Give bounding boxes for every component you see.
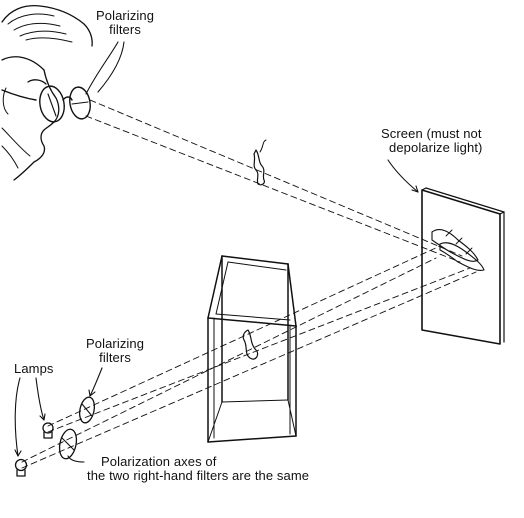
screen-edge-thickness-3 <box>499 211 505 215</box>
top-filters-label-line1: Polarizing <box>96 8 155 23</box>
viewer-profile <box>13 69 60 181</box>
lamps-leader-lower <box>14 377 21 457</box>
lamp-filter-upper-axis <box>81 403 93 417</box>
tank-inner-top-a <box>227 261 287 271</box>
lamp-lower-bulb <box>14 458 28 472</box>
sight-line-lower <box>85 115 461 263</box>
tank-bottom-left <box>207 401 223 443</box>
screen-leader <box>387 159 419 193</box>
tank-bottom-back <box>221 399 289 403</box>
lamp-lower-base <box>16 469 26 477</box>
lamp-filters-leader-arrow <box>88 389 96 397</box>
lamp-filter-lower-axis <box>61 437 75 451</box>
viewer-eyebrow <box>27 79 47 85</box>
screen-edge-thickness-2 <box>425 187 505 213</box>
lamp-upper-bulb <box>42 422 54 434</box>
tank-inner-top-b <box>215 313 291 321</box>
glasses-left-lens-axis <box>47 93 57 117</box>
glasses-bridge <box>62 96 73 101</box>
lamps-leader-upper <box>35 377 45 421</box>
viewer-ear <box>2 87 9 115</box>
glasses-right-lens-axis <box>71 101 89 105</box>
viewer-hair-strands <box>7 13 73 43</box>
polarization-axes-label: Polarization axes of the two right-hand … <box>87 455 309 483</box>
floating-3d-image <box>253 139 267 186</box>
screen-label-line2: depolarize light) <box>389 140 483 155</box>
axes-label-line2: the two right-hand filters are the same <box>87 468 310 483</box>
viewer-cheek <box>1 127 31 169</box>
viewer-sight-lines <box>85 99 463 263</box>
viewer-head <box>1 4 93 181</box>
lamps-label-text: Lamps <box>14 361 54 376</box>
lamp-filter-upper <box>78 396 96 424</box>
viewer-glasses <box>1 85 91 123</box>
screen-leader-arrow <box>411 185 419 193</box>
top-filters-label-line2: filters <box>109 22 141 37</box>
tank-top-right <box>287 263 297 327</box>
lamps-leader-upper-arrow <box>39 413 46 421</box>
projection-beams <box>21 245 477 469</box>
lamp-filters-label-line1: Polarizing <box>86 336 145 351</box>
floating-image-flame <box>259 139 267 153</box>
glasses-temple-arm <box>1 89 37 101</box>
glasses-left-lens <box>39 85 65 123</box>
projection-screen <box>421 187 505 345</box>
screen-label: Screen (must not depolarize light) <box>381 127 482 155</box>
axes-label-line1: Polarization axes of <box>101 454 217 469</box>
beam-upper-lamp-a <box>47 245 441 427</box>
screen-label-line1: Screen (must not <box>381 126 482 141</box>
top-filters-label: Polarizing filters <box>96 9 154 37</box>
glass-tank <box>207 255 297 443</box>
top-filters-leader <box>85 41 125 95</box>
floating-image-shape <box>253 149 265 186</box>
tank-top-back <box>221 255 289 265</box>
lamps <box>14 422 54 477</box>
beam-upper-lamp-b <box>47 267 471 433</box>
screen-projected-image-b <box>439 242 485 271</box>
glasses-right-lens <box>69 86 91 120</box>
beam-lower-lamp-a <box>21 257 437 463</box>
lamps-label: Lamps <box>14 362 54 376</box>
screen-panel <box>421 189 501 345</box>
tank-top-left <box>207 255 223 319</box>
tank-bottom-front <box>207 435 297 443</box>
screen-projected-image-a <box>431 229 479 262</box>
lamp-filters-leader <box>89 367 103 397</box>
viewer-hair <box>1 4 93 47</box>
lamp-filters-label-line2: filters <box>99 350 131 365</box>
lamp-upper-base <box>43 431 53 439</box>
tank-bottom-right <box>287 399 297 437</box>
sight-line-upper <box>89 99 463 257</box>
screen-projected-detail <box>445 229 473 255</box>
lamps-leader-lower-arrow <box>14 449 22 457</box>
viewer-forehead <box>1 56 45 71</box>
lamp-filters-label: Polarizing filters <box>86 337 144 365</box>
tank-object <box>242 329 259 360</box>
lamp-polarizing-filters <box>58 396 96 460</box>
lamp-filter-lower <box>58 428 78 460</box>
screen-edge-thickness <box>421 187 427 191</box>
beam-lower-lamp-b <box>21 271 477 469</box>
axes-leader <box>67 455 85 463</box>
